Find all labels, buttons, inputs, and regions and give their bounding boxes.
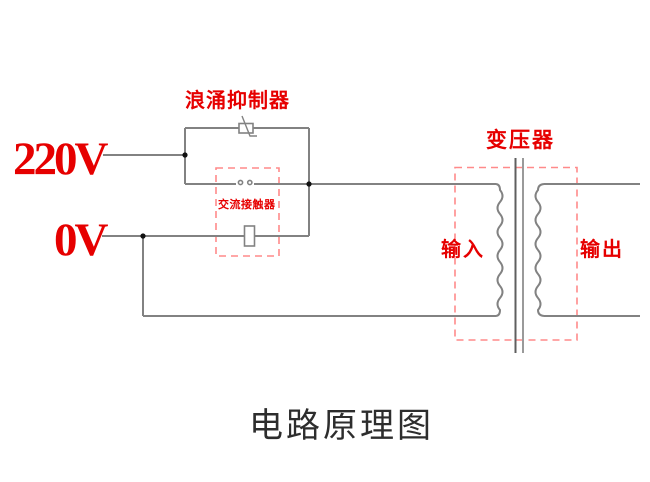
- varistor-icon: [238, 115, 257, 137]
- contactor-contact-icon: [237, 179, 253, 186]
- voltage-0v-label: 0V: [54, 214, 108, 266]
- junction-dot: [182, 152, 188, 158]
- page-title: 电路原理图: [249, 408, 434, 445]
- surge-suppressor-label: 浪涌抑制器: [185, 90, 290, 112]
- junction-dots: [140, 152, 312, 239]
- voltage-220v-label: 220V: [13, 133, 108, 185]
- input-label: 输入: [441, 239, 485, 261]
- contactor-coil-icon: [243, 225, 256, 247]
- output-label: 输出: [580, 239, 624, 261]
- wires: [102, 127, 640, 317]
- ac-contactor-dashed-box: [215, 167, 280, 257]
- ac-contactor-label: 交流接触器: [218, 199, 276, 211]
- primary-winding-icon: [495, 183, 504, 317]
- transformer-core-icon: [514, 158, 524, 353]
- junction-dot: [306, 181, 312, 187]
- transformer-label: 变压器: [486, 129, 555, 152]
- secondary-winding-icon: [534, 183, 545, 317]
- junction-dot: [140, 233, 146, 239]
